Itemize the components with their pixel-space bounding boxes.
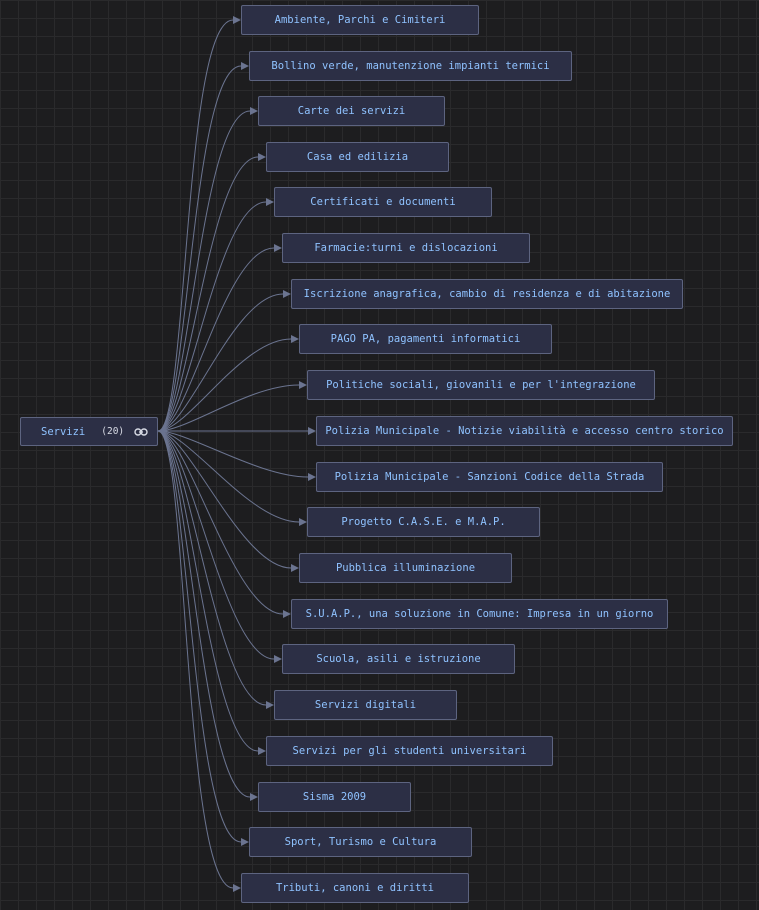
edge-line xyxy=(157,430,234,889)
child-node[interactable]: Servizi digitali xyxy=(274,690,457,720)
child-node[interactable]: Certificati e documenti xyxy=(274,187,492,217)
edge-arrowhead xyxy=(258,747,266,755)
edge-arrowhead xyxy=(241,62,249,70)
edge-line xyxy=(157,201,267,432)
child-node[interactable]: Casa ed edilizia xyxy=(266,142,449,172)
edge-line xyxy=(157,110,251,432)
edge-line xyxy=(157,430,275,660)
edge-arrowhead xyxy=(274,244,282,252)
child-node[interactable]: Servizi per gli studenti universitari xyxy=(266,736,553,766)
edge-arrowhead xyxy=(283,610,291,618)
child-node[interactable]: Politiche sociali, giovanili e per l'int… xyxy=(307,370,655,400)
edge-arrowhead xyxy=(299,518,307,526)
child-node[interactable]: PAGO PA, pagamenti informatici xyxy=(299,324,552,354)
edge-line xyxy=(157,430,251,798)
edge-line xyxy=(157,430,267,706)
edge-line xyxy=(157,430,242,843)
edge-arrowhead xyxy=(241,838,249,846)
child-node[interactable]: Iscrizione anagrafica, cambio di residen… xyxy=(291,279,683,309)
edge-arrowhead xyxy=(291,564,299,572)
edge-line xyxy=(157,247,275,432)
root-count: (20) xyxy=(101,426,125,437)
child-node[interactable]: Progetto C.A.S.E. e M.A.P. xyxy=(307,507,540,537)
child-node[interactable]: Bollino verde, manutenzione impianti ter… xyxy=(249,51,572,81)
edge-line xyxy=(157,19,234,432)
edge-line xyxy=(157,430,259,752)
child-node[interactable]: Farmacie:turni e dislocazioni xyxy=(282,233,530,263)
edge-arrowhead xyxy=(299,381,307,389)
edge-arrowhead xyxy=(266,701,274,709)
edge-line xyxy=(157,430,300,523)
edge-line xyxy=(157,430,309,478)
edge-arrowhead xyxy=(308,473,316,481)
edge-arrowhead xyxy=(274,655,282,663)
edge-arrowhead xyxy=(266,198,274,206)
edge-arrowhead xyxy=(308,427,316,435)
child-node[interactable]: Sport, Turismo e Cultura xyxy=(249,827,472,857)
edge-line xyxy=(157,430,292,569)
child-node[interactable]: S.U.A.P., una soluzione in Comune: Impre… xyxy=(291,599,668,629)
child-node[interactable]: Tributi, canoni e diritti xyxy=(241,873,469,903)
edge-line xyxy=(157,430,284,615)
edge-arrowhead xyxy=(233,16,241,24)
child-node[interactable]: Polizia Municipale - Sanzioni Codice del… xyxy=(316,462,663,492)
edge-arrowhead xyxy=(258,153,266,161)
edge-line xyxy=(157,338,292,432)
child-node[interactable]: Pubblica illuminazione xyxy=(299,553,512,583)
edge-line xyxy=(157,293,284,432)
child-node[interactable]: Scuola, asili e istruzione xyxy=(282,644,515,674)
edge-line xyxy=(157,156,259,432)
edge-arrowhead xyxy=(283,290,291,298)
child-node[interactable]: Carte dei servizi xyxy=(258,96,445,126)
child-node[interactable]: Ambiente, Parchi e Cimiteri xyxy=(241,5,479,35)
edge-arrowhead xyxy=(250,793,258,801)
edge-arrowhead xyxy=(291,335,299,343)
root-node-servizi[interactable]: Servizi (20) xyxy=(20,417,158,446)
edge-arrowhead xyxy=(250,107,258,115)
edge-line xyxy=(157,384,300,432)
link-icon[interactable] xyxy=(134,426,148,438)
edge-arrowhead xyxy=(233,884,241,892)
child-node[interactable]: Polizia Municipale - Notizie viabilità e… xyxy=(316,416,733,446)
root-label: Servizi xyxy=(41,425,86,438)
edge-line xyxy=(157,65,242,432)
child-node[interactable]: Sisma 2009 xyxy=(258,782,411,812)
